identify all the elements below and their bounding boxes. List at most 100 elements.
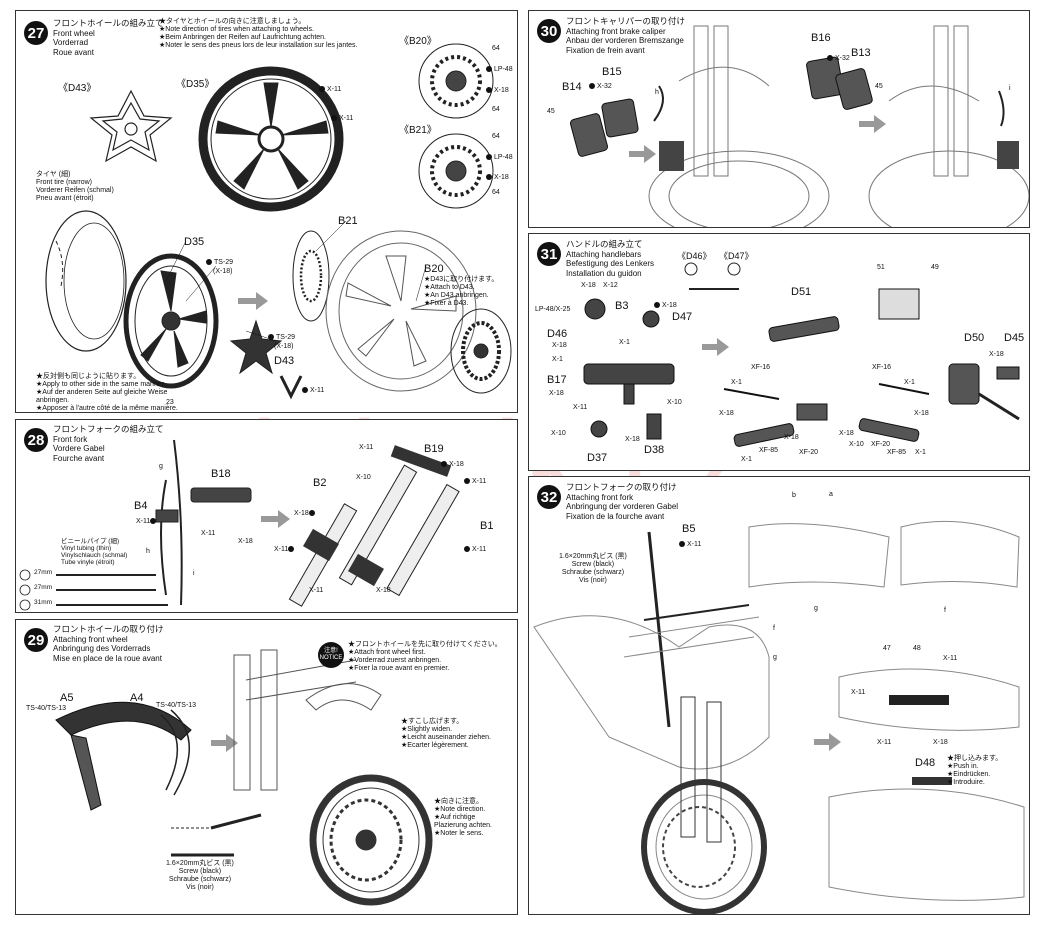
- step-28-title-fr: Fourche avant: [53, 453, 105, 463]
- label-d47: 《D47》: [719, 251, 754, 261]
- tube-de: Vinylschlauch (schmal): [61, 552, 128, 559]
- label-51: 51: [877, 264, 885, 271]
- note-jp: ★タイヤとホイールの向きに注意しましょう。: [159, 18, 306, 25]
- label-x11-b: X-11: [943, 655, 958, 662]
- label-x18-c: (X-18): [213, 268, 233, 275]
- label-x18-d: X-18: [549, 390, 564, 397]
- label-d46: 《D46》: [677, 251, 712, 261]
- tube-fr: Tube vinyle (étroit): [61, 559, 115, 566]
- label-f-mid: f: [773, 625, 775, 632]
- label-64-c: 64: [492, 133, 500, 140]
- vinyl-tubing-label: ビニールパイプ (細) Vinyl tubing (thin) Vinylsch…: [61, 538, 127, 566]
- label-x18-h: X-18: [914, 410, 929, 417]
- label-d37: D37: [587, 452, 608, 464]
- push-fr: ★Introduire.: [947, 779, 985, 786]
- label-x11-d: X-11: [359, 444, 374, 451]
- dir-jp: ★向きに注意。: [434, 798, 483, 805]
- step-28-panel: 28 フロントフォークの組み立て Front fork Vordere Gabe…: [15, 419, 518, 613]
- label-ts40-b: TS-40/TS-13: [156, 702, 197, 709]
- step-30-title-en: Attaching front brake caliper: [566, 26, 666, 36]
- label-xf16-b: XF-16: [872, 364, 892, 371]
- label-x18-c: X-18: [441, 461, 464, 468]
- label-h: h: [146, 548, 150, 555]
- step-27-title-jp: フロントホイールの組み立て: [53, 18, 164, 28]
- step-29-illustration: [55, 649, 433, 906]
- label-x11-a: X-11: [319, 86, 341, 93]
- label-x11: X-11: [573, 404, 588, 411]
- label-x1-a: X-1: [552, 356, 563, 363]
- label-64-d: 64: [492, 189, 500, 196]
- tire-jp: タイヤ (細): [36, 171, 71, 178]
- step-32-title-de: Anbringung der vorderen Gabel: [566, 502, 679, 511]
- label-x32-a: X-32: [589, 83, 612, 90]
- step-27-tire-direction-note: ★タイヤとホイールの向きに注意しましょう。 ★Note direction of…: [159, 18, 358, 50]
- step-27-title-fr: Roue avant: [53, 47, 94, 57]
- label-d43: 《D43》: [58, 83, 97, 94]
- step-31-titles: ハンドルの組み立て Attaching handlebars Befestigu…: [566, 239, 655, 278]
- label-x18: X-18: [933, 739, 948, 746]
- label-x11-a: X-11: [136, 518, 158, 525]
- label-x18-b: X-18: [486, 174, 509, 181]
- label-b13: B13: [851, 47, 871, 59]
- side-jp: ★反対側も同じように貼ります。: [36, 373, 141, 380]
- label-x18-d: (X-18): [274, 343, 294, 350]
- step-31-title-jp: ハンドルの組み立て: [566, 239, 643, 249]
- label-i: i: [1009, 85, 1011, 92]
- step-31-title-de: Befestigung des Lenkers: [566, 259, 655, 268]
- label-b: b: [792, 492, 796, 499]
- label-x11-b: X-11: [331, 115, 353, 122]
- dir-fr: ★Noter le sens.: [434, 830, 484, 837]
- label-x11-e: X-11: [464, 478, 486, 485]
- side-fr: ★Apposer à l'autre côté de la même maniè…: [36, 405, 178, 412]
- tire-en: Front tire (narrow): [36, 179, 93, 186]
- label-49: 49: [931, 264, 939, 271]
- label-b14: B14: [562, 81, 582, 93]
- step-32-number: 32: [537, 485, 561, 509]
- label-x12: X-12: [603, 282, 618, 289]
- label-x1-d: X-1: [904, 379, 915, 386]
- label-g-mid: g: [773, 654, 777, 661]
- label-b20-assembly: B20: [424, 263, 444, 275]
- tire-de: Vorderer Reifen (schmal): [36, 187, 114, 194]
- label-lp48-x25: LP-48/X-25: [535, 306, 571, 313]
- note-fr: ★Noter le sens des pneus lors de leur in…: [159, 42, 358, 49]
- step-32-panel: 32 フロントフォークの取り付け Attaching front fork An…: [528, 476, 1030, 915]
- step-28-title-jp: フロントフォークの組み立て: [53, 424, 164, 434]
- label-xf85-b: XF-85: [887, 449, 907, 456]
- label-x1-c: X-1: [731, 379, 742, 386]
- note-de: ★Beim Anbringen der Reifen auf Laufricht…: [159, 34, 326, 41]
- label-48: 48: [913, 645, 921, 652]
- step-30-illustration: [569, 25, 1029, 227]
- label-a5: A5: [60, 692, 74, 704]
- step-27-number: 27: [24, 21, 48, 45]
- label-d38: D38: [644, 444, 665, 456]
- label-d50: D50: [964, 332, 985, 344]
- label-47: 47: [883, 645, 891, 652]
- screw-en: Screw (black): [571, 561, 615, 568]
- label-b21: 《B21》: [399, 125, 437, 136]
- tire-label: タイヤ (細) Front tire (narrow) Vorderer Rei…: [36, 171, 114, 203]
- screw-fr: Vis (noir): [578, 577, 607, 584]
- label-lp48-a: LP-48: [486, 66, 513, 73]
- label-d47-part: D47: [672, 311, 693, 323]
- step-31-panel: 31 ハンドルの組み立て Attaching handlebars Befest…: [528, 233, 1030, 471]
- b20note-de: ★An D43 anbringen.: [424, 292, 489, 299]
- label-i: i: [193, 570, 195, 577]
- label-ts29-b: TS-29: [268, 334, 295, 341]
- dir-en: ★Note direction.: [434, 806, 486, 813]
- screw-fr: Vis (noir): [185, 884, 214, 891]
- step-30-titles: フロントキャリパーの取り付け Attaching front brake cal…: [566, 16, 685, 55]
- step-29-number: 29: [24, 628, 48, 652]
- label-d45: D45: [1004, 332, 1025, 344]
- step-27-title-en: Front wheel: [53, 28, 95, 38]
- label-d48: D48: [915, 757, 936, 769]
- b20note-fr: ★Fixer à D43.: [424, 300, 469, 307]
- label-b1: B1: [480, 520, 494, 532]
- label-x18-e: X-18: [625, 436, 640, 443]
- label-b3: B3: [615, 300, 629, 312]
- step-29-title-fr: Mise en place de la roue avant: [53, 653, 162, 663]
- label-d35: 《D35》: [176, 79, 215, 90]
- dir-de: ★Auf richtige: [434, 814, 476, 821]
- label-d46-part: D46: [547, 328, 568, 340]
- label-b18: B18: [211, 468, 231, 480]
